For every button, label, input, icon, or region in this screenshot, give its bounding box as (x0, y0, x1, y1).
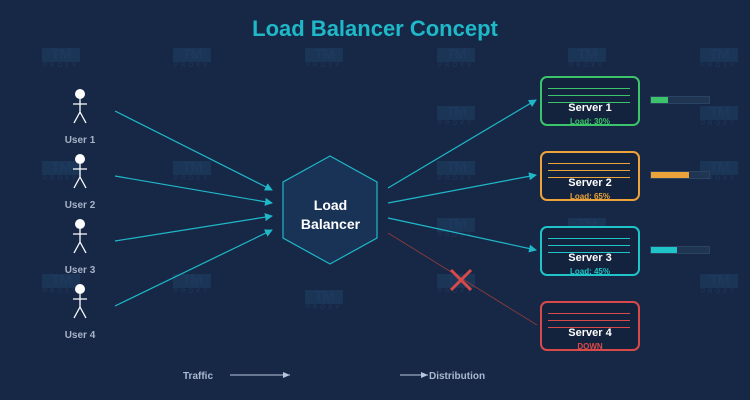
watermark-mark: TM (700, 105, 738, 120)
watermark-mark: TM (700, 273, 738, 288)
legend-traffic-label: Traffic (183, 371, 214, 382)
user-label: User 1 (64, 135, 96, 146)
load-balancer-line-2: Balancer (300, 216, 361, 232)
server-name: Server 1 (568, 102, 612, 114)
watermark-sub: PROXY (568, 63, 605, 69)
user-icon (73, 89, 87, 124)
watermark-sub: PROXY (42, 63, 79, 69)
traffic-arrow-user-2 (114, 175, 273, 206)
server-1-load-bar (650, 96, 710, 104)
user-label: User 2 (64, 200, 96, 211)
server-name: Server 2 (568, 177, 612, 189)
load-balancer-hexagon (282, 155, 378, 265)
watermark-mark: TM (700, 47, 738, 62)
watermark-sub: PROXY (700, 176, 737, 182)
watermark-mark: TM (42, 273, 80, 288)
user-icon (73, 154, 87, 189)
distribution-arrow-server-1 (387, 99, 537, 189)
user-3: User 3 (50, 218, 110, 276)
watermark-sub: PROXY (173, 176, 210, 182)
server-2-load-bar (650, 171, 710, 179)
load-bar-fill (651, 172, 689, 178)
watermark-sub: PROXY (437, 289, 474, 295)
user-icon (73, 284, 87, 319)
watermark-mark: TM (437, 217, 475, 232)
load-bar-fill (651, 247, 678, 253)
watermark-mark: TM (173, 160, 211, 175)
load-balancer-label: Load Balancer (283, 196, 378, 234)
watermark-sub: PROXY (700, 63, 737, 69)
legend-distribution-label: Distribution (429, 371, 486, 382)
watermark-mark: TM (42, 47, 80, 62)
watermark-sub: PROXY (173, 289, 210, 295)
watermark-mark: TM (42, 160, 80, 175)
server-status: DOWN (577, 342, 603, 351)
watermark-mark: TM (173, 47, 211, 62)
server-3-load-bar (650, 246, 710, 254)
traffic-arrow-user-1 (114, 110, 273, 191)
server-2-card: Server 2 Load: 65% (540, 151, 640, 201)
traffic-arrow-user-4 (114, 229, 273, 307)
user-label: User 3 (64, 265, 96, 276)
watermark-mark: TM (305, 289, 343, 304)
server-name: Server 4 (568, 327, 612, 339)
user-1: User 1 (50, 88, 110, 146)
cross-icon (449, 268, 473, 292)
diagram-title: Load Balancer Concept (252, 16, 498, 41)
watermark-sub: PROXY (700, 121, 737, 127)
traffic-arrow-user-3 (114, 213, 273, 242)
watermark-sub: PROXY (42, 289, 79, 295)
watermark-sub: PROXY (437, 176, 474, 182)
user-4: User 4 (50, 283, 110, 341)
watermark-sub: PROXY (173, 63, 210, 69)
load-bar-fill (651, 97, 669, 103)
watermark-sub: PROXY (305, 305, 342, 311)
server-status: Load: 30% (569, 117, 610, 126)
server-1-card: Server 1 Load: 30% (540, 76, 640, 126)
server-name: Server 3 (568, 252, 612, 264)
distribution-arrow-server-2 (387, 172, 537, 204)
watermark-mark: TM (568, 47, 606, 62)
watermark-mark: TM (173, 273, 211, 288)
load-balancer-line-1: Load (313, 197, 348, 213)
watermark-sub: PROXY (437, 121, 474, 127)
user-icon (73, 219, 87, 254)
watermark-mark: TM (437, 160, 475, 175)
user-label: User 4 (64, 330, 96, 341)
watermark-mark: TM (437, 105, 475, 120)
server-3-card: Server 3 Load: 45% (540, 226, 640, 276)
watermark-sub: PROXY (437, 63, 474, 69)
distribution-arrow-server-3 (387, 217, 537, 253)
watermark-sub: PROXY (42, 176, 79, 182)
watermark-sub: PROXY (700, 289, 737, 295)
watermark-sub: PROXY (437, 233, 474, 239)
server-4-card: Server 4 DOWN (540, 301, 640, 351)
watermark-mark: TM (437, 47, 475, 62)
watermark-sub: PROXY (305, 63, 342, 69)
server-status: Load: 65% (569, 192, 610, 201)
server-status: Load: 45% (569, 267, 610, 276)
user-2: User 2 (50, 153, 110, 211)
watermark-mark: TM (305, 47, 343, 62)
